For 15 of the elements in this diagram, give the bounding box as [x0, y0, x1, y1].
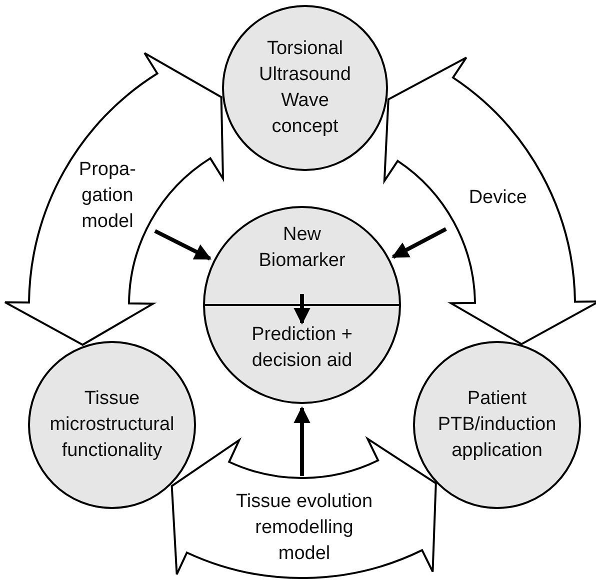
node-label: New Biomarker	[258, 223, 346, 273]
arrow	[392, 227, 447, 259]
node-label: Torsional Ultrasound Wave concept	[258, 37, 352, 139]
node-label: Prediction + decision aid	[250, 323, 354, 373]
block-arrow	[383, 56, 596, 346]
arrow	[154, 229, 212, 260]
arrow	[294, 406, 310, 476]
arrow	[294, 294, 310, 325]
edge-label: Propa- gation model	[78, 158, 137, 234]
node-label: Patient PTB/induction application	[436, 387, 558, 463]
block-arrow	[170, 438, 437, 579]
node-label: Tissue microstructural functionality	[48, 387, 176, 463]
edge-label: Tissue evolution remodelling model	[234, 490, 374, 566]
block-arrow	[4, 52, 224, 346]
edge-label: Device	[468, 186, 528, 210]
